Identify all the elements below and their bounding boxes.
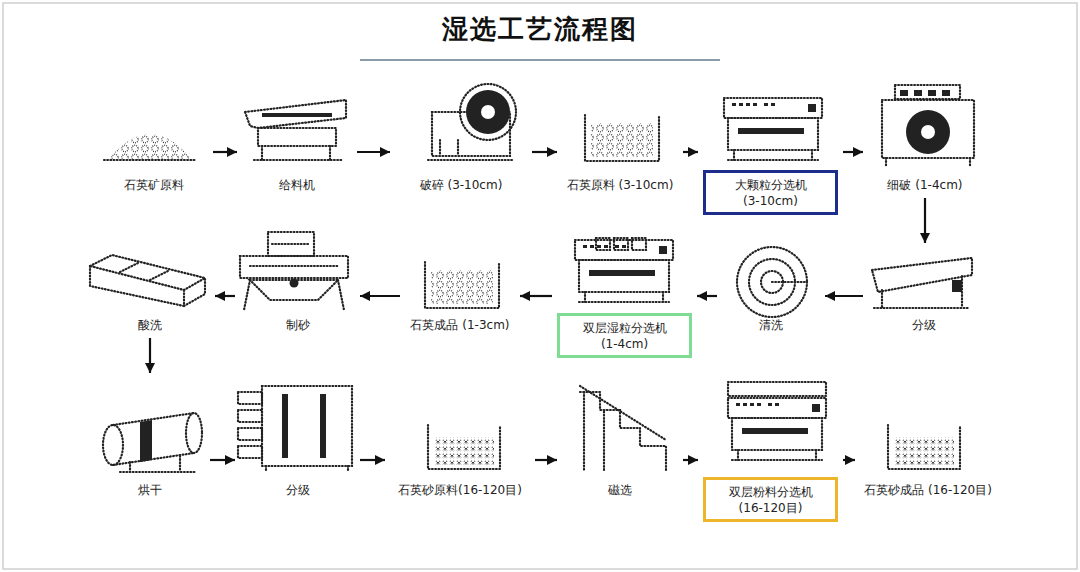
step-label: 石英砂成品 (16-120目) [864,482,992,498]
flow-arrow [843,151,863,153]
process-step: 石英成品 (1-3cm) [405,230,515,333]
flow-arrow [535,459,557,461]
step-label: 细破 (1-4cm) [887,177,962,193]
step-label: 石英砂原料(16-120目) [398,482,522,498]
flow-arrow [213,151,237,153]
step-label: 分级 [286,482,310,498]
flow-arrow [215,295,235,297]
highlight-frame: 双层粉料分选机 (16-120目) [703,477,838,522]
flow-arrow [843,459,855,461]
step-label: 大颗粒分选机 (3-10cm) [735,177,807,209]
flow-arrow [683,459,698,461]
highlighted-step: 双层湿粒分选机 (1-4cm) [557,230,692,358]
step-label: 石英原料 (3-10cm) [567,177,674,193]
flow-arrow [532,151,557,153]
process-step: 酸洗 [90,230,210,333]
step-label: 双层粉料分选机 (16-120目) [729,484,813,516]
highlight-frame: 大颗粒分选机 (3-10cm) [703,170,838,215]
step-label: 破碎 (3-10cm) [420,177,503,193]
flow-arrow [210,459,235,461]
flow-arrow [924,198,926,243]
process-step: 石英矿原料 [100,88,208,193]
flow-arrow [697,295,717,297]
highlight-frame: 双层湿粒分选机 (1-4cm) [557,313,692,358]
step-label: 清洗 [759,317,783,333]
flow-arrow [520,295,552,297]
flow-arrow [360,295,400,297]
step-label: 分级 [912,317,936,333]
step-label: 石英成品 (1-3cm) [410,317,509,333]
process-step: 破碎 (3-10cm) [395,88,527,193]
flow-arrow [825,295,863,297]
diagram-title: 湿选工艺流程图 [0,12,1080,47]
process-step: 分级 [240,378,355,498]
step-label: 酸洗 [138,317,162,333]
step-label: 制砂 [286,317,310,333]
step-label: 磁选 [608,482,632,498]
flow-arrow [683,151,698,153]
flow-arrow [149,338,151,373]
step-label: 给料机 [279,177,315,193]
process-step: 分级 [868,248,980,333]
step-label: 双层湿粒分选机 (1-4cm) [583,320,667,352]
flow-arrow [357,151,390,153]
highlighted-step: 大颗粒分选机 (3-10cm) [703,88,838,215]
process-step: 石英原料 (3-10cm) [562,88,678,193]
process-step: 石英砂原料(16-120目) [390,378,530,498]
process-step: 制砂 [240,230,355,333]
step-label: 石英矿原料 [124,177,184,193]
process-step: 给料机 [242,88,352,193]
flow-arrow [360,459,385,461]
step-label: 烘干 [138,482,162,498]
highlighted-step: 双层粉料分选机 (16-120目) [703,378,838,522]
process-step: 磁选 [562,378,678,498]
process-step: 细破 (1-4cm) [868,88,982,193]
process-step: 清洗 [722,230,820,333]
process-step: 石英砂成品 (16-120目) [860,378,996,498]
process-step: 烘干 [95,378,205,498]
